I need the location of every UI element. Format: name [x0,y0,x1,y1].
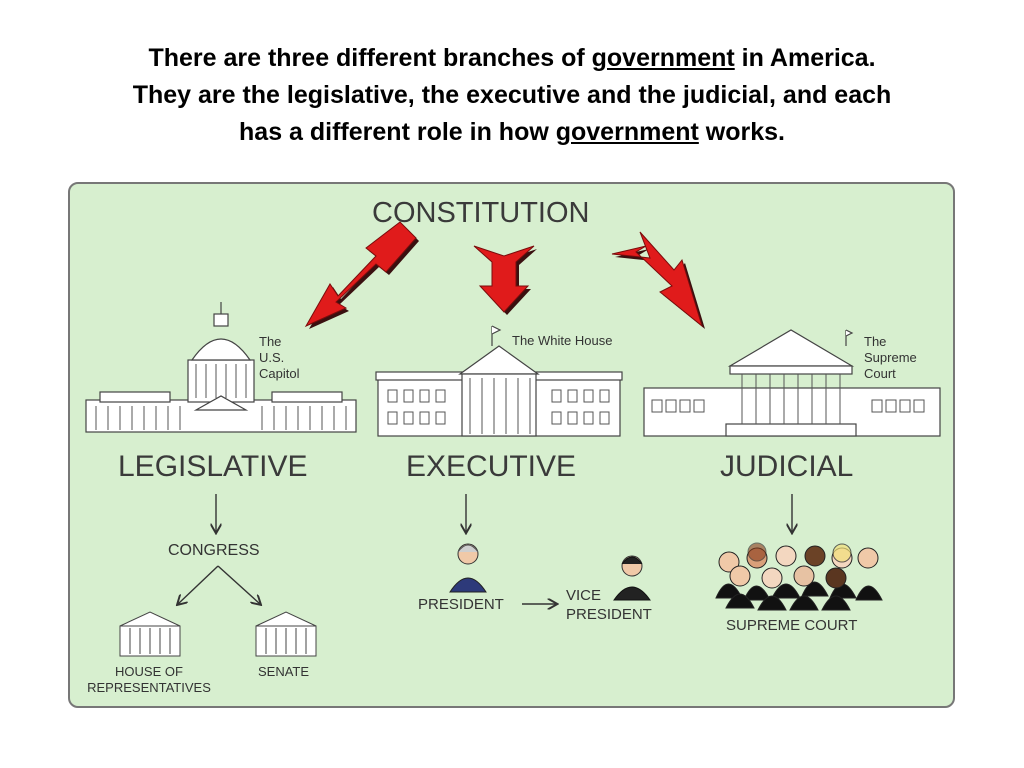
heading-text: works. [698,118,785,146]
connector-arrows [178,494,792,604]
house-label: HOUSE OF REPRESENTATIVES [80,664,218,696]
capitol-caption-line: The [259,334,282,349]
constitution-label: CONSTITUTION [372,197,590,229]
capitol-caption: The U.S. Capitol [259,334,299,382]
house-label-line: HOUSE OF [115,664,183,679]
white-house-caption: The White House [512,333,613,348]
supreme-court-label: SUPREME COURT [726,617,858,634]
vice-president-label: VICE PRESIDENT [566,586,652,624]
supreme-court-caption-line: Court [864,366,896,381]
congress-label: CONGRESS [168,542,260,559]
vice-president-label-line: VICE [566,587,602,604]
supreme-court-caption-line: The [864,334,887,349]
to-senate-arrow-icon [217,565,260,604]
branches-diagram [68,182,955,708]
senate-building-icon [255,611,317,657]
capitol-building-icon [85,302,357,433]
house-building-icon [119,611,181,657]
heading-text: in America. [734,44,876,72]
judicial-label: JUDICIAL [720,450,854,483]
house-label-line: REPRESENTATIVES [87,680,211,695]
arrow-to-executive-icon [473,245,537,315]
page-heading: There are three different branches of go… [60,40,964,151]
vice-president-label-line: PRESIDENT [566,606,652,623]
white-house-icon [375,325,623,437]
supreme-court-caption: The Supreme Court [864,334,917,382]
arrow-to-legislative-icon [304,221,419,329]
executive-label: EXECUTIVE [406,450,577,483]
heading-line-3: has a different role in how government w… [60,114,964,151]
vice-president-figure-icon [613,555,651,601]
heading-line-2: They are the legislative, the executive … [132,81,892,109]
president-figure-icon [449,543,487,593]
to-house-arrow-icon [178,565,219,604]
president-label: PRESIDENT [418,596,504,613]
capitol-caption-line: Capitol [259,366,300,381]
government-link[interactable]: government [591,44,735,72]
senate-label: SENATE [258,664,310,679]
capitol-caption-line: U.S. [259,350,285,365]
supreme-court-justices-icon [715,542,883,611]
legislative-label: LEGISLATIVE [118,450,308,483]
heading-text: has a different role in how [239,118,556,146]
heading-text: There are three different branches of [148,44,592,72]
government-link[interactable]: government [555,118,699,146]
heading-line-1: There are three different branches of go… [60,40,964,77]
arrow-to-judicial-icon [611,231,705,329]
supreme-court-building-icon [643,329,941,437]
supreme-court-caption-line: Supreme [864,350,917,365]
